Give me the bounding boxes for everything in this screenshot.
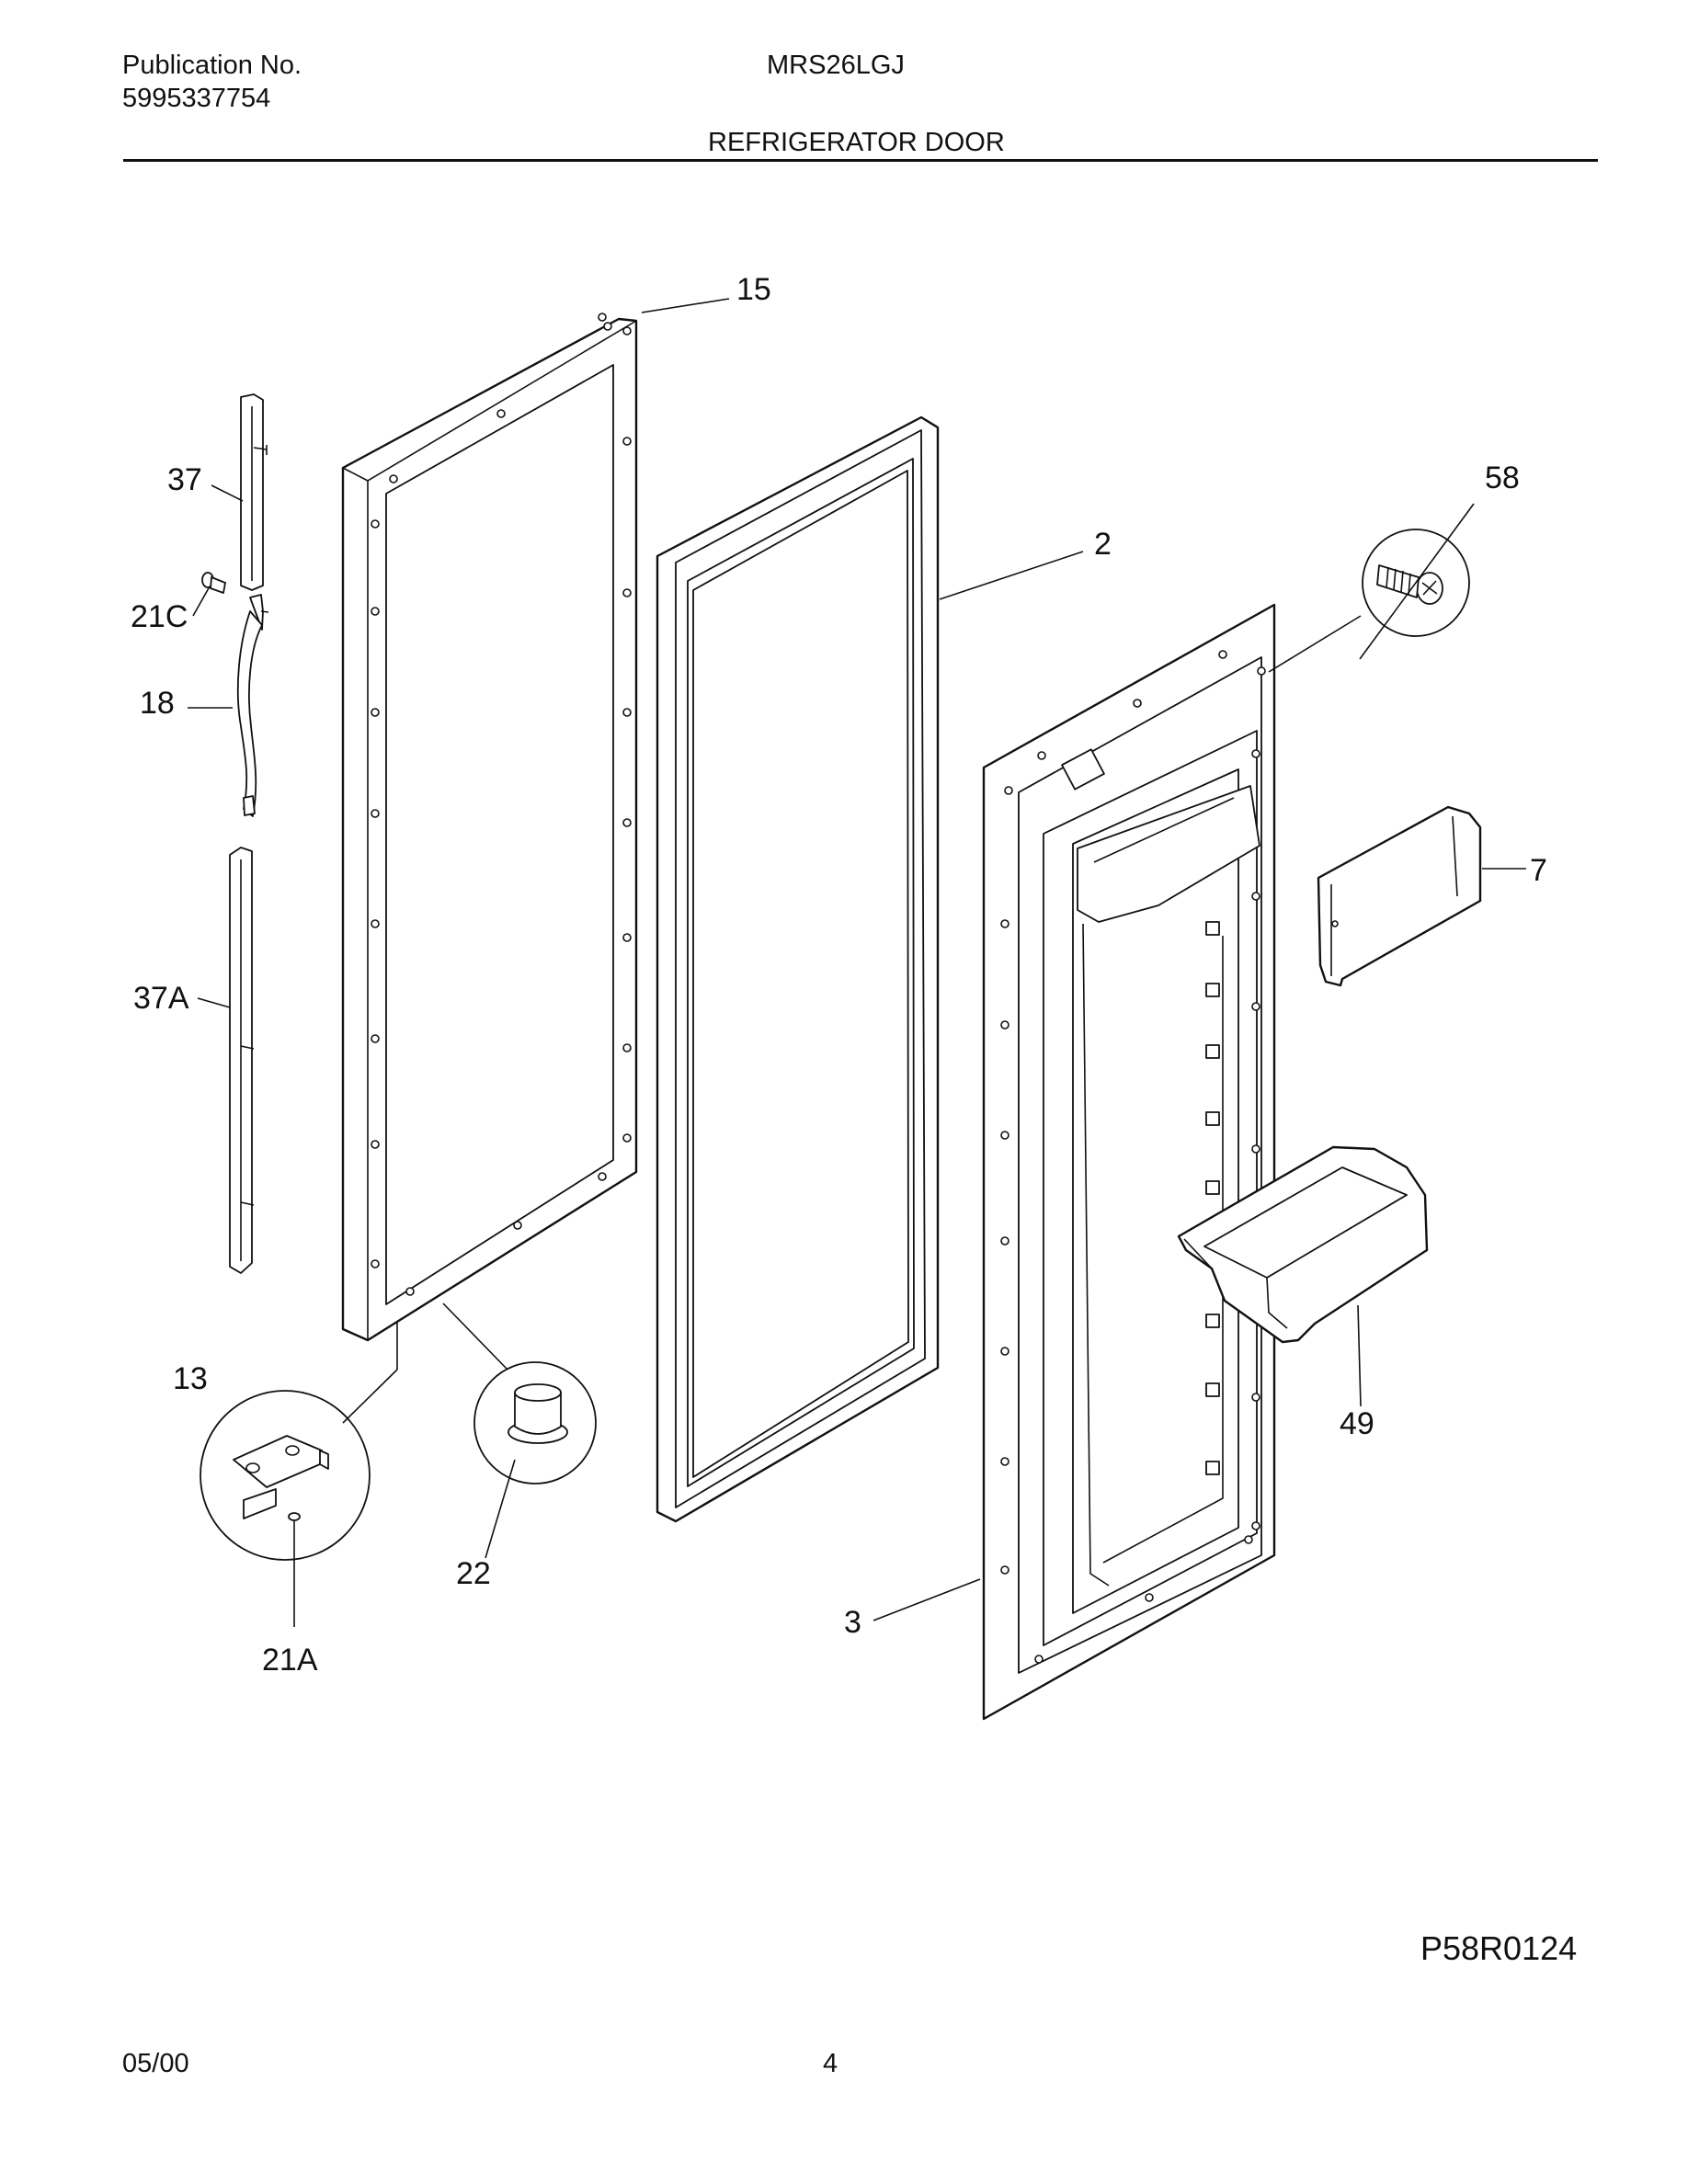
callout-37a: 37A — [133, 981, 189, 1016]
part-37-trim-strip — [240, 393, 268, 591]
publication-number: 5995337754 — [122, 84, 271, 113]
callout-2: 2 — [1094, 527, 1112, 562]
part-22-plug-detail — [473, 1361, 597, 1484]
page-number: 4 — [823, 2049, 838, 2078]
callout-18: 18 — [140, 686, 175, 721]
callout-22: 22 — [456, 1556, 491, 1591]
part-7-cover — [1317, 805, 1482, 987]
callout-7: 7 — [1530, 853, 1547, 888]
part-13-bracket-detail — [200, 1390, 371, 1561]
callout-58: 58 — [1485, 461, 1520, 495]
callout-3: 3 — [844, 1605, 861, 1640]
part-49-door-bin — [1177, 1145, 1429, 1344]
publication-label: Publication No. — [122, 51, 302, 80]
callout-21a: 21A — [262, 1643, 318, 1678]
model-number: MRS26LGJ — [767, 51, 905, 80]
callout-15: 15 — [736, 272, 771, 307]
part-15-door-frame — [341, 313, 638, 1342]
part-37a-trim-strip — [229, 847, 255, 1274]
callout-37: 37 — [167, 462, 202, 497]
footer-date: 05/00 — [122, 2049, 189, 2078]
callout-49: 49 — [1340, 1406, 1374, 1441]
callout-labels: 15 37 58 2 21C 18 7 37A 49 13 22 3 21A — [131, 272, 1547, 1678]
section-title: REFRIGERATOR DOOR — [708, 128, 1005, 157]
callout-21c: 21C — [131, 599, 188, 634]
part-2-gasket — [656, 415, 940, 1523]
callout-13: 13 — [173, 1361, 208, 1396]
part-18-handle — [236, 594, 269, 817]
part-21c-screw — [201, 572, 226, 594]
diagram-code: P58R0124 — [1420, 1929, 1577, 1967]
header-rule — [123, 159, 1598, 162]
leader-lines — [188, 298, 1526, 1627]
part-3-inner-door-panel — [982, 603, 1276, 1721]
